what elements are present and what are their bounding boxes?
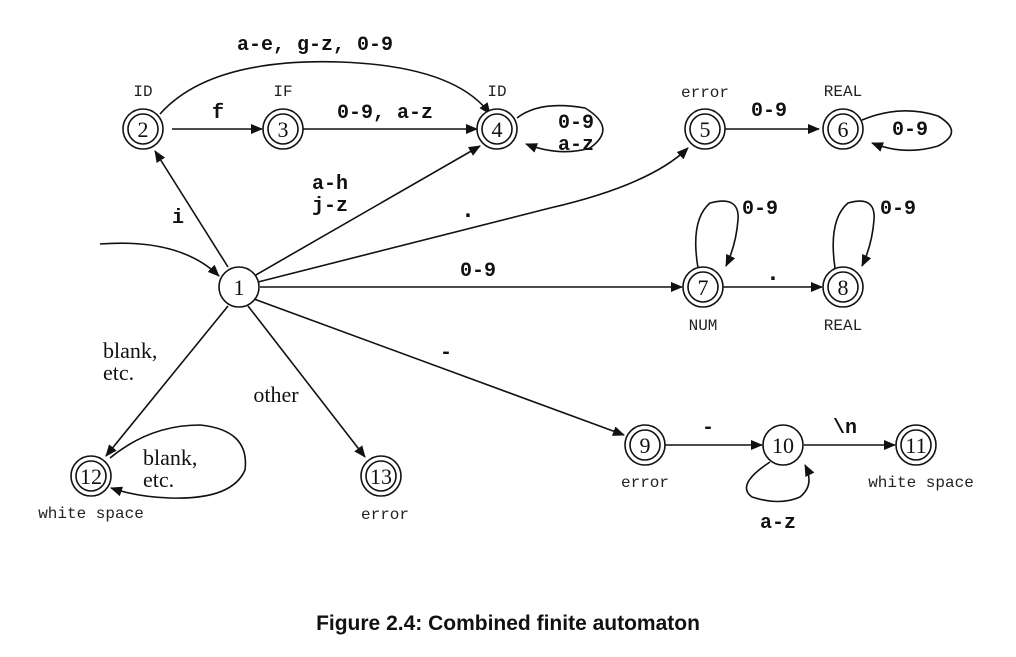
edge-1-13: [247, 305, 366, 458]
edge-10-loop: [745, 461, 815, 503]
state-annotations: ID IF ID error REAL NUM REAL error white…: [38, 83, 974, 524]
label-3-4: 0-9, a-z: [337, 102, 433, 125]
label-2-4: a-e, g-z, 0-9: [237, 34, 393, 57]
label-1-12-b: etc.: [103, 360, 134, 385]
edge-8-loop: [832, 200, 875, 269]
state-5-label: 5: [700, 117, 711, 142]
label-4-loop-a: 0-9: [558, 112, 594, 135]
state-1-label: 1: [234, 275, 245, 300]
label-1-9: -: [440, 342, 452, 365]
state-13: 13: [360, 455, 402, 497]
edge-1-2: [154, 150, 229, 268]
state-12-label: 12: [80, 464, 102, 489]
state-13-label: 13: [370, 464, 392, 489]
label-1-5: .: [461, 198, 475, 225]
state-12: 12: [70, 455, 112, 497]
state-11: 11: [895, 424, 937, 466]
edge-1-12: [105, 305, 229, 457]
label-1-7: 0-9: [460, 260, 496, 283]
label-5-6: 0-9: [751, 100, 787, 123]
state-6-label: 6: [838, 117, 849, 142]
state-8-label: 8: [838, 275, 849, 300]
state-3-label: 3: [278, 117, 289, 142]
states: 1 2 3 4 5 6 7: [70, 108, 937, 497]
state-5: 5: [684, 108, 726, 150]
state-1: 1: [218, 266, 260, 308]
edge-1-9: [253, 298, 625, 436]
label-6-loop: 0-9: [892, 119, 928, 142]
state-8-annotation: REAL: [824, 317, 862, 335]
state-4-label: 4: [492, 117, 503, 142]
state-8: 8: [822, 266, 864, 308]
state-9-annotation: error: [621, 474, 669, 492]
edge-6-loop: [861, 110, 953, 152]
state-7-annotation: NUM: [689, 317, 718, 335]
state-10-label: 10: [772, 433, 794, 458]
state-9: 9: [624, 424, 666, 466]
edge-1-5: [257, 147, 689, 283]
label-12-loop-a: blank,: [143, 445, 197, 470]
state-7-label: 7: [698, 275, 709, 300]
state-11-annotation: white space: [868, 474, 974, 492]
figure-caption: Figure 2.4: Combined finite automaton: [316, 612, 700, 635]
label-2-3: f: [212, 102, 224, 125]
state-6-annotation: REAL: [824, 83, 862, 101]
state-13-annotation: error: [361, 506, 409, 524]
label-12-loop-b: etc.: [143, 467, 174, 492]
label-9-10: -: [702, 417, 714, 440]
label-7-loop: 0-9: [742, 198, 778, 221]
state-4-annotation: ID: [487, 83, 506, 101]
edge-start-1: [99, 242, 220, 277]
edge-4-loop: [516, 104, 604, 153]
state-9-label: 9: [640, 433, 651, 458]
state-2: 2: [122, 108, 164, 150]
label-1-13: other: [253, 382, 299, 407]
state-11-label: 11: [905, 433, 926, 458]
transition-labels: a-e, g-z, 0-9 f 0-9, a-z 0-9 a-z i a-h j…: [103, 34, 928, 535]
state-12-annotation: white space: [38, 505, 144, 523]
state-10: 10: [762, 424, 804, 466]
state-3-annotation: IF: [273, 83, 292, 101]
edge-12-loop: [109, 424, 247, 499]
state-2-annotation: ID: [133, 83, 152, 101]
label-1-4-a: a-h: [312, 173, 348, 196]
label-1-2: i: [172, 207, 184, 230]
state-7: 7: [682, 266, 724, 308]
label-10-loop: a-z: [760, 512, 796, 535]
edge-1-4: [253, 145, 481, 277]
label-4-loop-b: a-z: [558, 134, 594, 157]
state-6: 6: [822, 108, 864, 150]
automaton-diagram: 1 2 3 4 5 6 7: [38, 34, 974, 535]
state-3: 3: [262, 108, 304, 150]
state-4: 4: [476, 108, 518, 150]
label-8-loop: 0-9: [880, 198, 916, 221]
label-7-8: .: [766, 261, 780, 288]
label-1-12-a: blank,: [103, 338, 157, 363]
edge-2-4: [159, 60, 491, 115]
label-1-4-b: j-z: [312, 195, 348, 218]
state-5-annotation: error: [681, 84, 729, 102]
transitions: [99, 60, 953, 503]
label-10-11: \n: [833, 417, 857, 440]
state-2-label: 2: [138, 117, 149, 142]
edge-7-loop: [694, 200, 739, 269]
